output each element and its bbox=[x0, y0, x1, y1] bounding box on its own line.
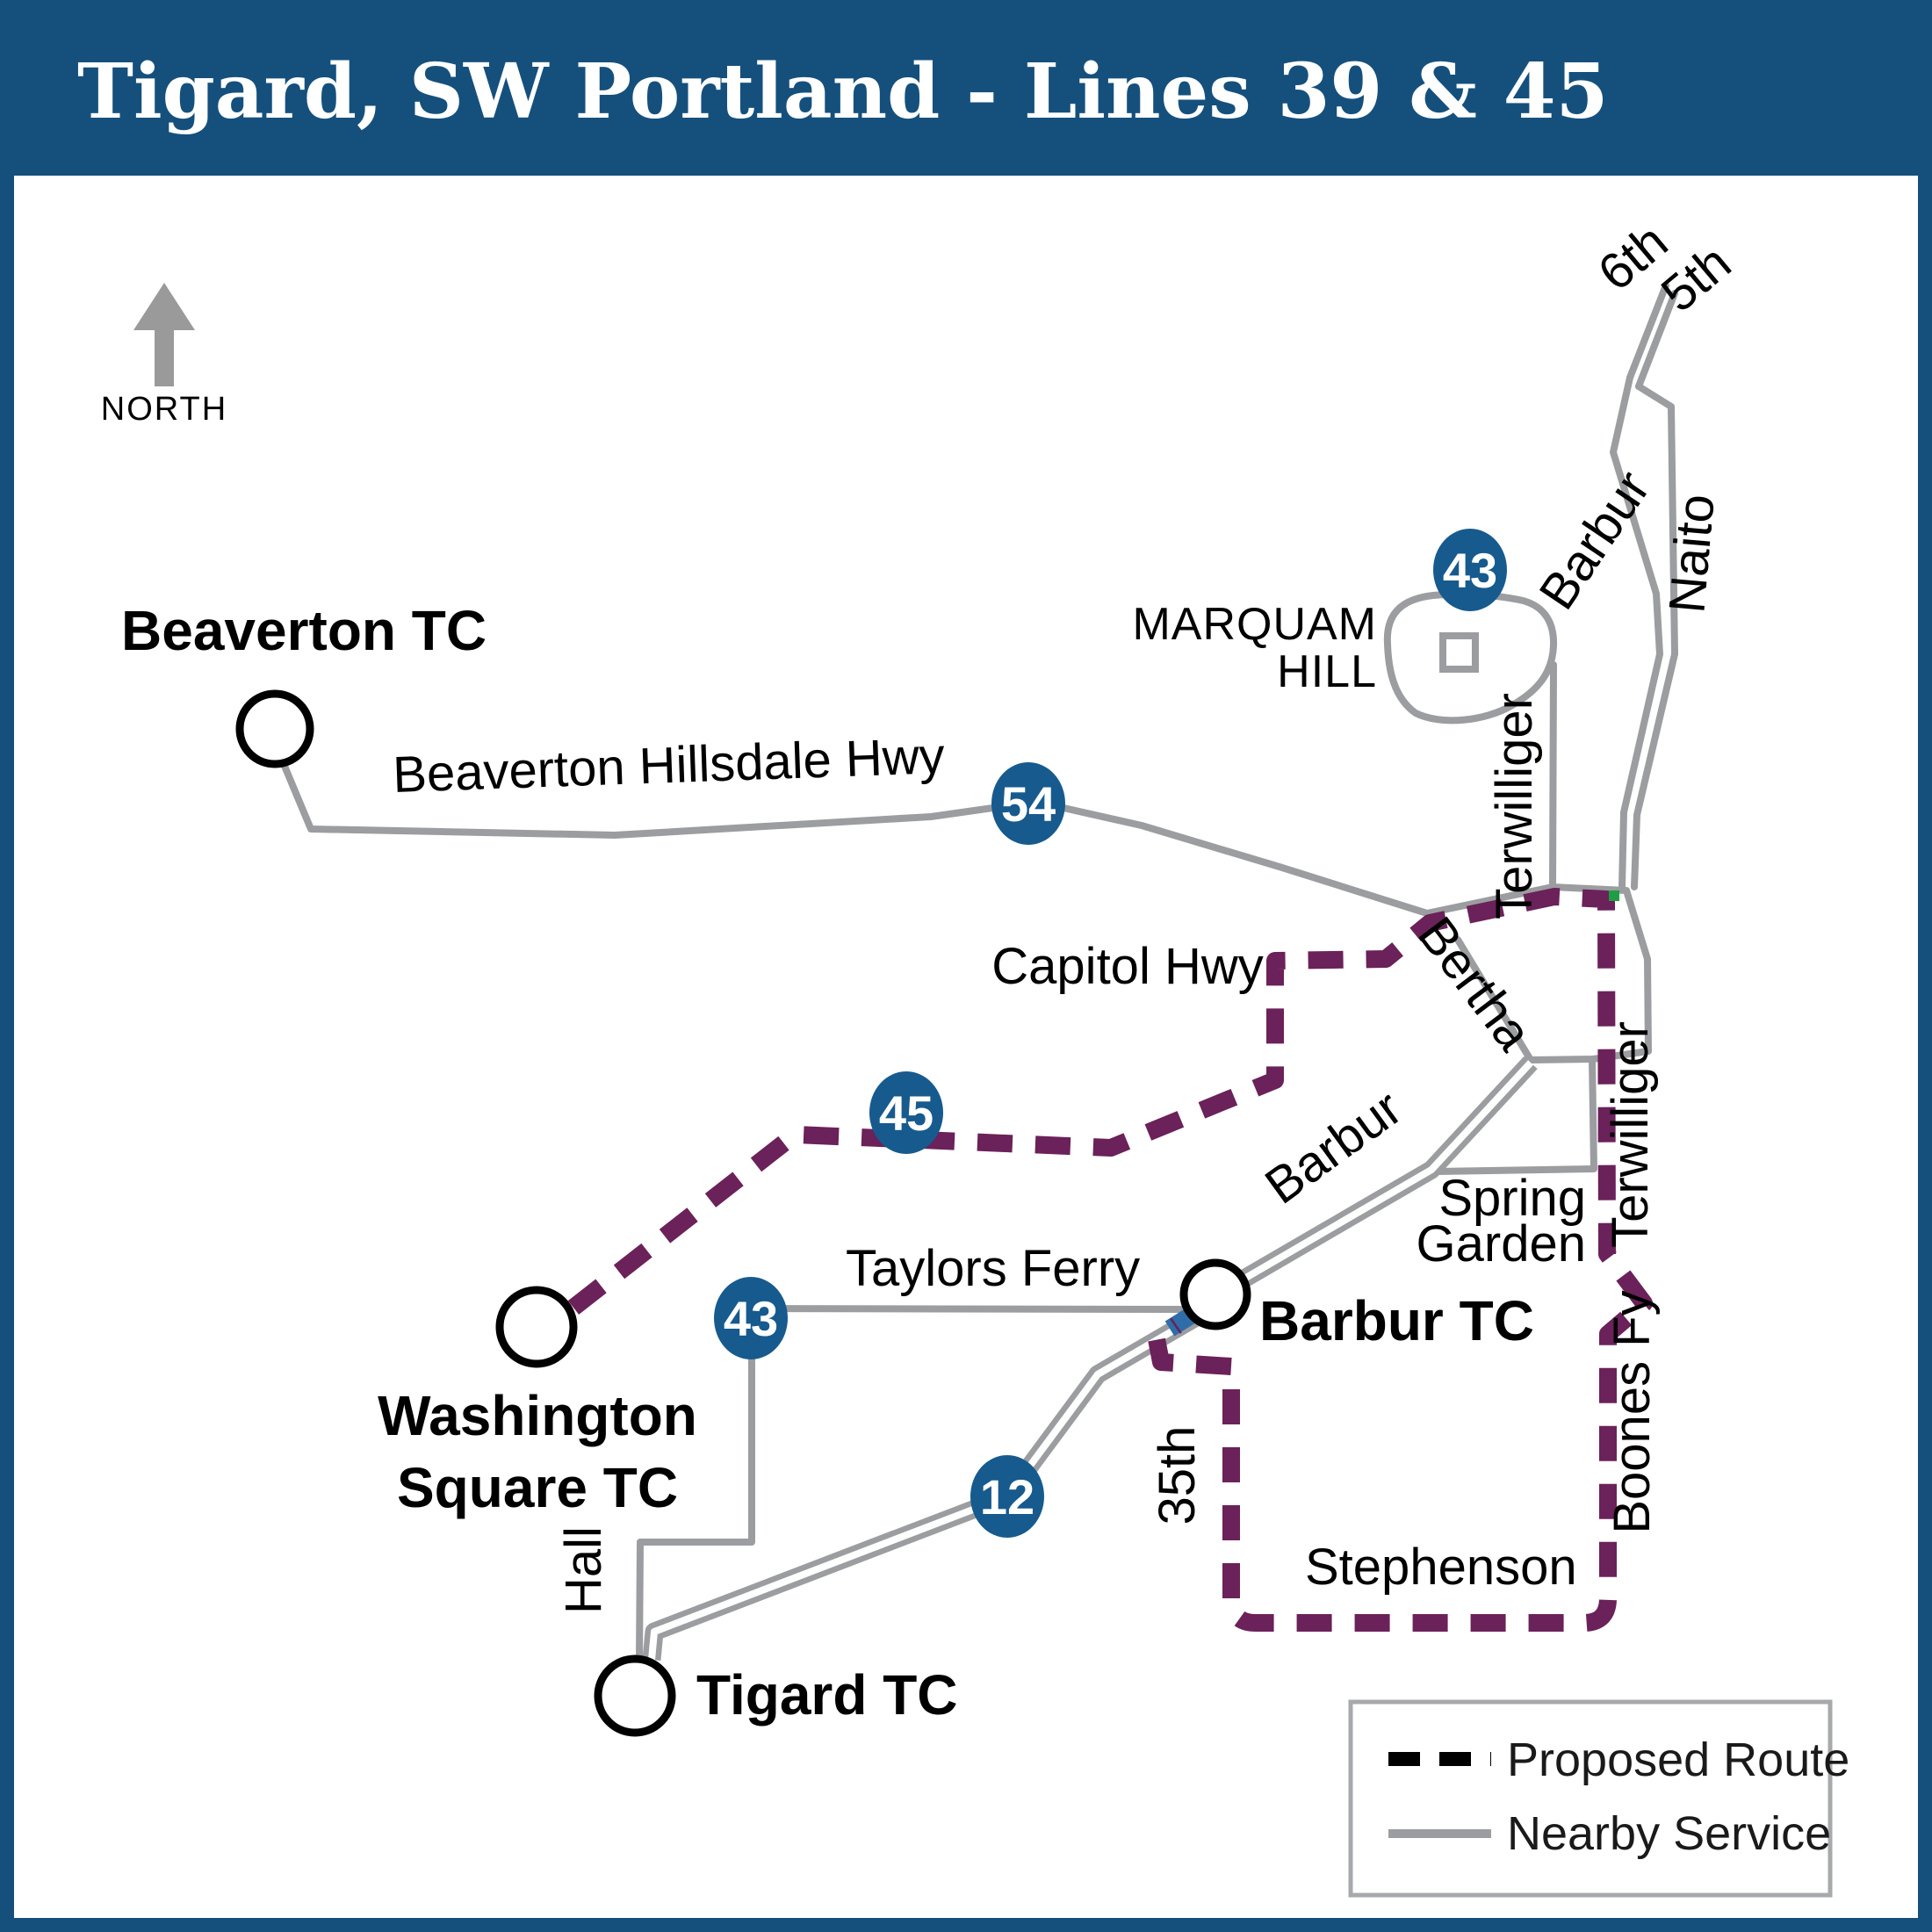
line-badge-43: 43 bbox=[714, 1277, 788, 1359]
line-badge-number: 54 bbox=[1001, 776, 1056, 832]
stephenson-label: Stephenson bbox=[1305, 1539, 1577, 1596]
road-beaverton-hillsdale-hwy bbox=[276, 750, 1630, 917]
road-spring-garden bbox=[1431, 1056, 1597, 1175]
line-badge-number: 45 bbox=[879, 1085, 934, 1141]
road-6th bbox=[1626, 282, 1669, 381]
legend: Proposed Route Nearby Service bbox=[1348, 1699, 1849, 1898]
marquam-hill-label-2: HILL bbox=[1277, 646, 1377, 697]
hall-label: Hall bbox=[555, 1526, 612, 1614]
spring-garden-label-1: Spring bbox=[1438, 1170, 1586, 1227]
boones-fy-label: Boones Fy bbox=[1604, 1290, 1661, 1533]
legend-nearby-service-label: Nearby Service bbox=[1507, 1807, 1831, 1860]
terwilliger-south-label: Terwilliger bbox=[1602, 1021, 1659, 1248]
beaverton-tc-label: Beaverton TC bbox=[121, 599, 487, 662]
header-bar bbox=[0, 0, 1932, 176]
proposed-route-lines-39-45 bbox=[567, 888, 1653, 1632]
legend-box bbox=[1348, 1699, 1833, 1898]
station-circle-beaverton-tc bbox=[235, 689, 314, 768]
legend-proposed-route-label: Proposed Route bbox=[1507, 1734, 1849, 1786]
line-badge-circle bbox=[991, 762, 1065, 845]
naito-label: Naito bbox=[1658, 492, 1726, 616]
barbur-tc-label: Barbur TC bbox=[1259, 1289, 1534, 1352]
washington-square-tc-label-2: Square TC bbox=[397, 1456, 678, 1519]
spring-garden-label-2: Garden bbox=[1417, 1215, 1586, 1272]
road-barbur-north bbox=[1610, 374, 1663, 890]
north-arrow-icon bbox=[133, 283, 195, 386]
road-barbur-sw-double bbox=[1222, 1056, 1538, 1297]
tigard-tc-label: Tigard TC bbox=[696, 1663, 958, 1727]
line-badge-circle bbox=[970, 1455, 1044, 1538]
road-terwilliger-north bbox=[1549, 661, 1557, 890]
line-badge-number: 43 bbox=[1443, 543, 1497, 598]
road-barbur-east-loop bbox=[1527, 887, 1652, 1063]
north-compass: NORTH bbox=[101, 283, 227, 428]
bertha-label: Bertha bbox=[1407, 906, 1543, 1061]
marquam-hill-hospital-icon bbox=[1439, 632, 1479, 673]
page-title: Tigard, SW Portland - Lines 39 & 45 bbox=[77, 47, 1608, 136]
marquam-hill-label-1: MARQUAM bbox=[1132, 599, 1377, 650]
route-marker-dot bbox=[1609, 890, 1619, 901]
line-badge-12: 12 bbox=[970, 1455, 1044, 1538]
terwilliger-north-label: Terwilliger bbox=[1486, 693, 1543, 919]
capitol-hwy-label: Capitol Hwy bbox=[991, 938, 1263, 995]
road-12-double bbox=[642, 1302, 1212, 1661]
line-badge-number: 12 bbox=[980, 1469, 1034, 1525]
station-circle-washington-square-tc bbox=[495, 1286, 578, 1368]
35th-label: 35th bbox=[1149, 1426, 1206, 1525]
road-taylors-ferry bbox=[748, 1305, 1191, 1313]
line-badge-circle bbox=[869, 1071, 943, 1154]
line-badge-circle bbox=[1433, 529, 1507, 611]
badges-layer: 43 54 45 43 12 bbox=[714, 529, 1507, 1538]
north-label: NORTH bbox=[101, 391, 227, 428]
line-badge-54: 54 bbox=[991, 762, 1065, 845]
station-circle-tigard-tc bbox=[594, 1654, 676, 1737]
washington-square-tc-label-1: Washington bbox=[378, 1384, 697, 1447]
road-marquam-hill-loop bbox=[1383, 590, 1558, 724]
line-badge-45: 45 bbox=[869, 1071, 943, 1154]
road-43-hall bbox=[636, 1305, 755, 1665]
line-badge-number: 43 bbox=[724, 1291, 778, 1346]
beaverton-hillsdale-hwy-label: Beaverton Hillsdale Hwy bbox=[392, 727, 945, 804]
line-badge-43: 43 bbox=[1433, 529, 1507, 611]
road-5th bbox=[1635, 290, 1678, 390]
taylors-ferry-label: Taylors Ferry bbox=[846, 1240, 1140, 1297]
road-naito bbox=[1631, 383, 1678, 890]
line-badge-circle bbox=[714, 1277, 788, 1359]
road-bertha bbox=[1454, 936, 1534, 1063]
station-circle-barbur-tc bbox=[1179, 1258, 1251, 1330]
stations-layer bbox=[235, 689, 1251, 1737]
